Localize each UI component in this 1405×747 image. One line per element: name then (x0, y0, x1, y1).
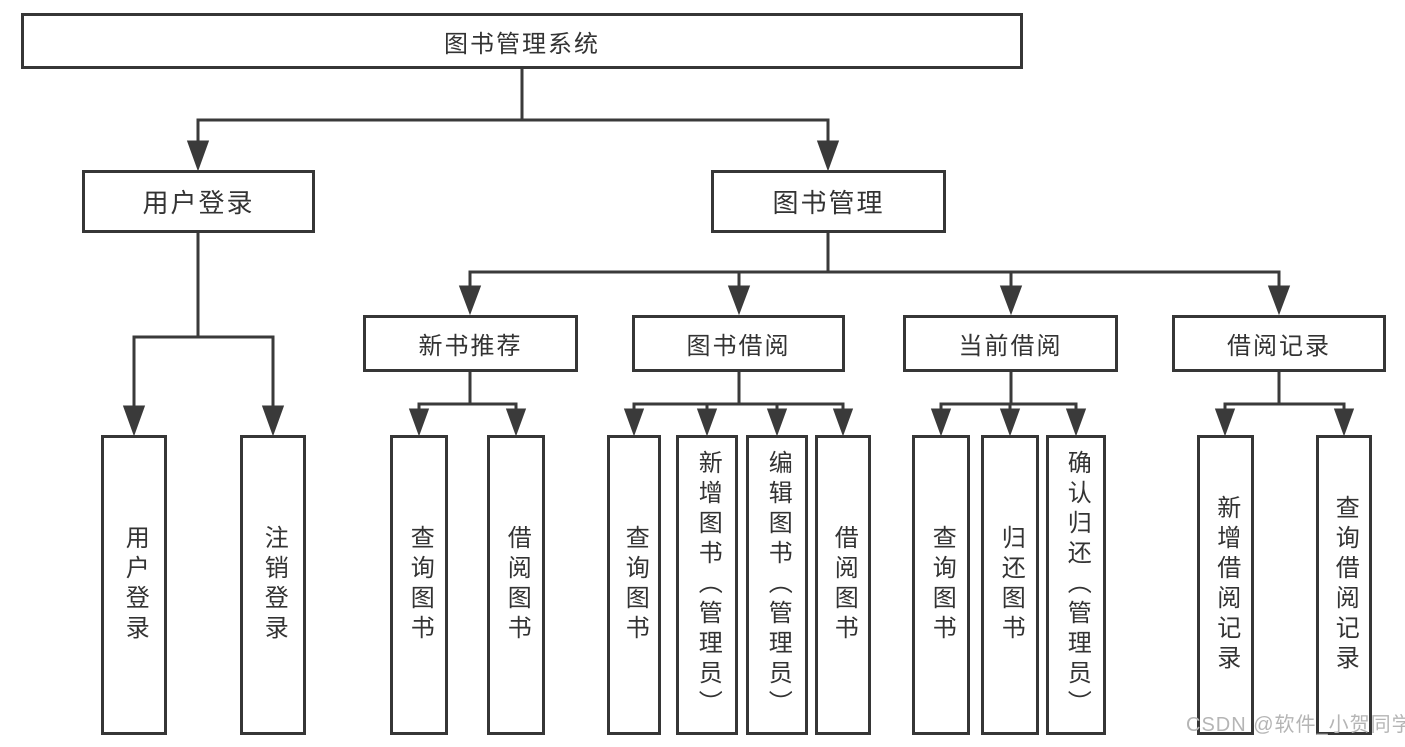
node-user-login: 用户登录 (82, 170, 315, 233)
leaf-query-books-borrow: 查询图书 (607, 435, 661, 735)
node-book-management-label: 图书管理 (772, 188, 885, 218)
leaf-logout-label: 注销登录 (260, 525, 288, 645)
leaf-add-book-admin: 新增图书（管理员） (676, 435, 738, 735)
leaf-query-books-current: 查询图书 (912, 435, 970, 735)
connector-manage-to-level3 (458, 233, 1291, 316)
leaf-return-book-label: 归还图书 (997, 525, 1025, 645)
node-root-label: 图书管理系统 (444, 30, 600, 58)
node-book-borrow: 图书借阅 (632, 315, 845, 372)
leaf-add-borrow-record: 新增借阅记录 (1197, 435, 1254, 735)
node-book-borrow-label: 图书借阅 (686, 333, 791, 360)
leaf-query-books-recommend-label: 查询图书 (406, 525, 434, 645)
leaf-add-borrow-record-label: 新增借阅记录 (1212, 495, 1240, 675)
leaf-user-login-label: 用户登录 (121, 525, 149, 645)
leaf-borrow-books-recommend: 借阅图书 (487, 435, 545, 735)
connector-root-to-level2 (186, 69, 840, 172)
leaf-query-books-borrow-label: 查询图书 (621, 525, 649, 645)
leaf-borrow-books-recommend-label: 借阅图书 (503, 525, 531, 645)
leaf-borrow-books-label: 借阅图书 (830, 525, 858, 645)
leaf-edit-book-admin-label: 编辑图书（管理员） (764, 450, 792, 720)
leaf-query-books-recommend: 查询图书 (390, 435, 448, 735)
node-new-book-recommend: 新书推荐 (363, 315, 578, 372)
connector-login-to-leaves (122, 233, 285, 437)
leaf-query-books-current-label: 查询图书 (928, 525, 956, 645)
connector-recommend-to-leaves (408, 372, 527, 437)
leaf-query-borrow-record-label: 查询借阅记录 (1331, 495, 1359, 675)
leaf-edit-book-admin: 编辑图书（管理员） (746, 435, 808, 735)
node-current-borrow-label: 当前借阅 (958, 333, 1063, 360)
node-borrow-records-label: 借阅记录 (1227, 333, 1331, 360)
leaf-logout: 注销登录 (240, 435, 306, 735)
leaf-add-book-admin-label: 新增图书（管理员） (694, 450, 722, 720)
leaf-confirm-return-admin: 确认归还（管理员） (1046, 435, 1106, 735)
node-user-login-label: 用户登录 (142, 188, 255, 218)
node-current-borrow: 当前借阅 (903, 315, 1118, 372)
leaf-query-borrow-record: 查询借阅记录 (1316, 435, 1372, 735)
connector-borrow-to-leaves (623, 372, 854, 437)
leaf-confirm-return-admin-label: 确认归还（管理员） (1063, 450, 1091, 720)
csdn-watermark: CSDN @软件_小贺同学 (1186, 714, 1405, 736)
node-root: 图书管理系统 (21, 13, 1023, 69)
connector-records-to-leaves (1214, 372, 1355, 437)
node-new-book-recommend-label: 新书推荐 (418, 333, 523, 360)
node-borrow-records: 借阅记录 (1172, 315, 1386, 372)
leaf-borrow-books: 借阅图书 (815, 435, 871, 735)
node-book-management: 图书管理 (711, 170, 946, 233)
connector-current-to-leaves (930, 372, 1087, 437)
leaf-user-login: 用户登录 (101, 435, 167, 735)
leaf-return-book: 归还图书 (981, 435, 1039, 735)
